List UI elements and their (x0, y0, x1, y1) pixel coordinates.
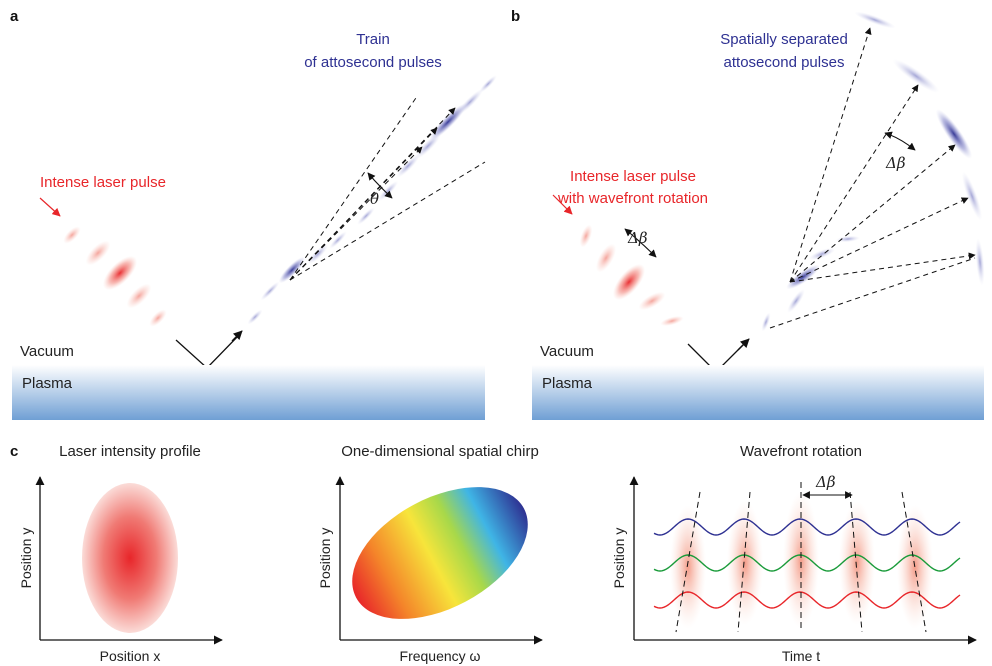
wave-blue (653, 518, 961, 536)
plasma-slab-b (532, 365, 984, 420)
intensity-profile-plot: Laser intensity profile Position x Posit… (18, 443, 223, 664)
delta-beta-label-2: Δβ (885, 154, 906, 172)
separated-pulses (761, 11, 985, 332)
plot2-title: One-dimensional spatial chirp (341, 443, 539, 460)
reflection-path (175, 333, 241, 369)
laser-pointer-arrow-b (552, 194, 573, 215)
panel-letter-a: a (10, 8, 19, 25)
panel-letter-c: c (10, 443, 18, 460)
separated-label-line2: attosecond pulses (724, 54, 845, 71)
wavefront-lines (675, 482, 927, 633)
vacuum-label-a: Vacuum (20, 343, 74, 360)
train-label-line1: Train (356, 31, 390, 48)
laser-label: Intense laser pulse (40, 174, 166, 191)
chirp-spot (352, 487, 528, 619)
plot1-title: Laser intensity profile (59, 443, 201, 460)
plasma-slab-a (12, 365, 485, 420)
panel-c: c Laser intensity profile Position x Pos… (10, 443, 977, 664)
plasma-label-b: Plasma (542, 375, 593, 392)
plot1-ylabel: Position y (18, 528, 34, 589)
vacuum-label-b: Vacuum (540, 343, 594, 360)
panel-letter-b: b (511, 8, 520, 25)
laser-label-b-line2: with wavefront rotation (557, 190, 708, 207)
attosecond-pulses (247, 75, 497, 325)
laser-pointer-arrow (39, 197, 61, 217)
delta-beta-label-1: Δβ (627, 229, 648, 247)
wave-green (653, 554, 961, 572)
plot3-delta-beta: Δβ (815, 473, 836, 491)
separated-label-line1: Spatially separated (720, 31, 848, 48)
wave-red (653, 591, 961, 609)
plot3-title: Wavefront rotation (740, 443, 862, 460)
laser-label-b-line1: Intense laser pulse (570, 168, 696, 185)
wavefront-rotation-plot: Wavefront rotation Δβ Ti (611, 443, 977, 664)
plasma-label-a: Plasma (22, 375, 73, 392)
intensity-spot (82, 483, 178, 633)
spatial-chirp-plot: One-dimensional spatial chirp Frequency … (317, 443, 543, 664)
plot3-ylabel: Position y (611, 528, 627, 589)
plot3-xlabel: Time t (782, 648, 820, 664)
rotated-laser-pulse (579, 224, 684, 326)
plot2-xlabel: Frequency ω (400, 648, 481, 664)
train-label-line2: of attosecond pulses (304, 54, 442, 71)
theta-label: θ (370, 190, 379, 208)
plot2-ylabel: Position y (317, 528, 333, 589)
plot1-xlabel: Position x (100, 648, 161, 664)
separated-directions (769, 27, 976, 329)
panel-b: b Spatially separated attosecond pulses … (511, 8, 985, 420)
laser-pulse (63, 226, 167, 327)
panel-a: a Train of attosecond pulses Intense las… (10, 8, 497, 420)
intensity-columns (670, 492, 933, 629)
